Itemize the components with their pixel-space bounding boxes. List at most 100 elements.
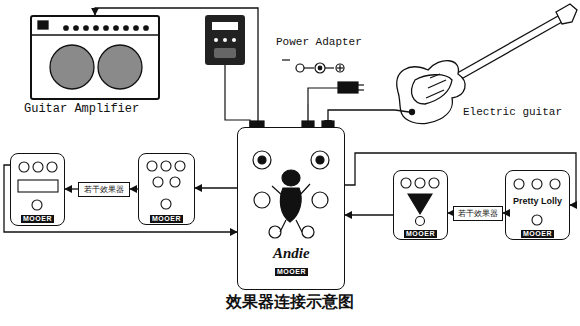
loop-pedal: AndieMOOER [237, 127, 345, 290]
amplifier-drawing-part [50, 45, 94, 89]
tuner-drawing-part [223, 38, 227, 42]
effect-pedal: Pretty LollyMOOER [505, 170, 570, 240]
cable-connector [195, 187, 237, 188]
brand-label: MOOER [521, 230, 554, 238]
pedal-drawing-part [401, 178, 411, 188]
guitar-drawing-part [395, 110, 409, 112]
pedal-drawing-part [415, 178, 425, 188]
adapter-drawing-part [318, 66, 322, 70]
guitar-drawing-part [556, 4, 577, 24]
cable-connector [307, 104, 308, 127]
brand-label: MOOER [404, 230, 437, 238]
adapter-drawing-part [282, 59, 290, 60]
adapter-drawing-part [296, 64, 304, 72]
pedal-drawing-part [429, 178, 439, 188]
brand-label: MOOER [150, 215, 183, 223]
amplifier-drawing-part [31, 34, 159, 35]
effect-pedal: MOOER [393, 170, 448, 240]
tuner-drawing-part [205, 15, 245, 65]
adapter-drawing-part [358, 84, 364, 85]
cable-connector [65, 188, 78, 189]
guitar-drawing-part [410, 110, 415, 115]
guitar-drawing-part [426, 90, 444, 98]
node-label: 若干效果器 [458, 209, 498, 218]
tuner-drawing [205, 15, 250, 127]
effects-box: 若干效果器 [453, 206, 503, 221]
pedal-drawing-part [33, 162, 43, 172]
effect-pedal: MOOER [138, 153, 195, 225]
node-label: Power Adapter [276, 36, 362, 49]
amplifier-drawing-part [38, 21, 48, 29]
effect-pedal: MOOER [10, 153, 65, 226]
brand-label: MOOER [275, 268, 308, 276]
guitar-drawing-part [452, 16, 558, 76]
guitar-drawing [395, 4, 577, 124]
guitar-drawing-part [412, 75, 452, 104]
main-pedal-drawing-part [253, 151, 271, 169]
guitar-drawing-part [397, 61, 465, 124]
tuner-drawing-part [214, 38, 218, 42]
node-label: Pretty Lolly [513, 196, 562, 206]
caption: 效果器连接示意图 [0, 292, 580, 313]
amplifier-drawing-part [124, 26, 128, 30]
guitar-drawing-part [456, 22, 562, 82]
adapter-drawing [282, 60, 364, 104]
main-pedal-drawing-part [269, 226, 281, 238]
pedal-drawing-part [18, 180, 58, 192]
adapter-drawing-part [339, 65, 340, 71]
node-label: Andie [271, 245, 312, 262]
brand-label: MOOER [21, 215, 54, 223]
adapter-drawing-part [315, 63, 325, 73]
pedal-drawing-part [161, 199, 171, 209]
pedal-drawing-part [32, 200, 42, 210]
pedal-drawing-part [514, 179, 524, 189]
amplifier-drawing-part [84, 26, 88, 30]
main-pedal-drawing-part [302, 226, 314, 238]
tuner-drawing-part [232, 38, 236, 42]
amplifier-drawing-part [144, 26, 148, 30]
tuner-drawing-part [212, 22, 238, 30]
amplifier-drawing-part [98, 45, 142, 89]
main-pedal-drawing-part [272, 184, 310, 232]
tuner-drawing-part [225, 65, 250, 127]
adapter-drawing-part [325, 67, 334, 68]
pedal-drawing-part [550, 179, 560, 189]
node-label: Electric guitar [463, 106, 562, 119]
main-pedal-drawing-part [311, 151, 329, 169]
tuner-drawing-part [214, 48, 236, 58]
main-pedal-drawing-part [280, 188, 301, 222]
pedal-drawing-part [416, 217, 425, 226]
amplifier-box: Guitar Amplifier [30, 15, 160, 100]
main-pedal-drawing [250, 121, 334, 238]
guitar-drawing-part [428, 80, 446, 88]
node-label: 若干效果器 [84, 185, 124, 194]
main-pedal-drawing-part [282, 170, 300, 186]
pedal-drawing-part [19, 162, 29, 172]
pedal-drawing-part [147, 161, 157, 171]
main-pedal-drawing-part [316, 156, 324, 164]
pedal-drawing-part [170, 177, 180, 187]
amplifier-drawing-part [64, 26, 68, 30]
amplifier-drawing-part [94, 26, 98, 30]
pedal-drawing [18, 161, 560, 226]
amplifier-drawing-part [74, 26, 78, 30]
amplifier-drawing-part [134, 26, 138, 30]
cable-connector [345, 214, 393, 215]
pedal-drawing-part [532, 179, 542, 189]
power-adapter: Power Adapter [272, 34, 378, 104]
pedal-drawing-part [175, 161, 185, 171]
pedal-drawing-part [153, 177, 163, 187]
pedal-drawing-part [532, 215, 542, 225]
main-pedal-drawing-part [254, 192, 270, 208]
adapter-drawing-part [336, 64, 344, 72]
pedal-drawing-part [161, 161, 171, 171]
electric-guitar: Electric guitar [395, 4, 575, 130]
pedal-drawing-part [47, 162, 57, 172]
amplifier-drawing-part [104, 26, 108, 30]
cable-connector [130, 188, 138, 189]
amplifier-drawing-part [114, 26, 118, 30]
guitar-drawing-part [430, 74, 440, 78]
main-pedal-drawing-part [312, 192, 328, 208]
